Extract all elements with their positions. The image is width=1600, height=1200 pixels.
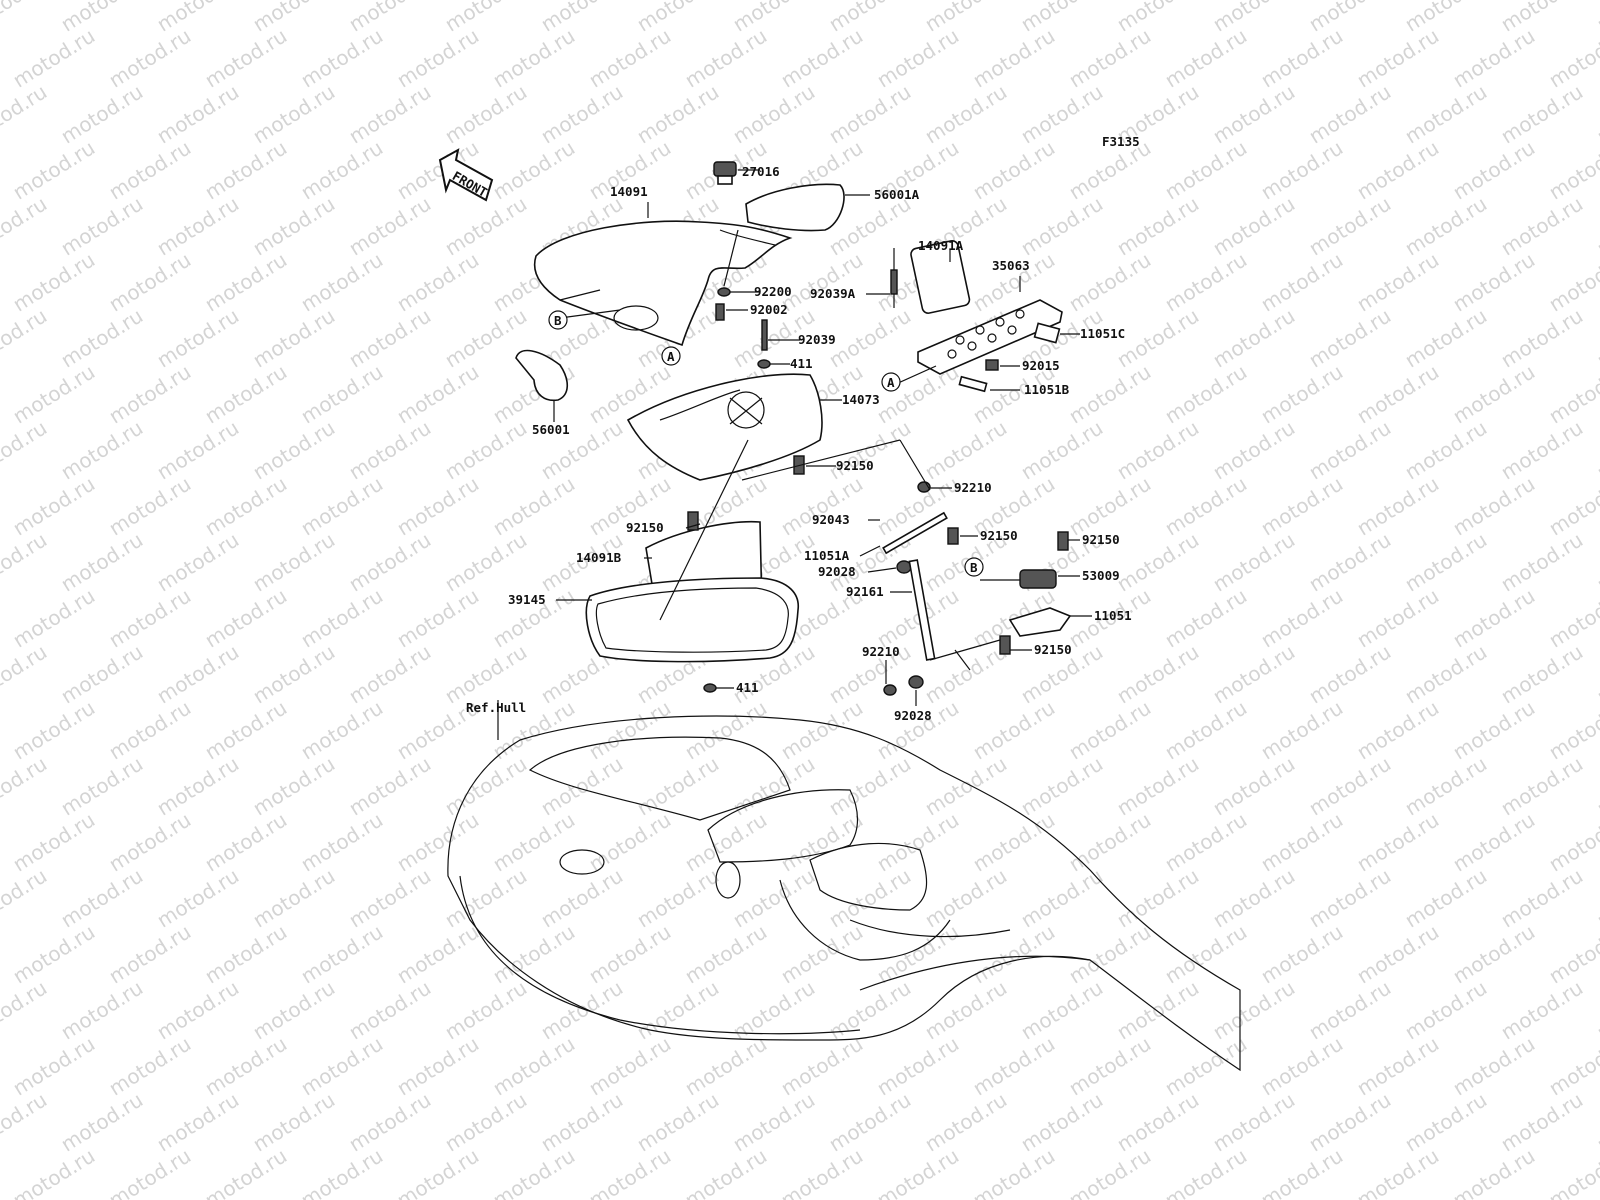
label-92015: 92015 (1022, 358, 1060, 373)
label-56001: 56001 (532, 422, 570, 437)
bolt-92150-c (947, 527, 959, 545)
label-92161: 92161 (846, 584, 884, 599)
diagram-code: F3135 (1102, 134, 1140, 149)
label-92210-a: 92210 (954, 480, 992, 495)
knob-part (713, 161, 737, 177)
pad-11051c (1033, 322, 1061, 344)
pad-11051b (958, 375, 988, 393)
svg-text:B: B (554, 313, 562, 328)
svg-text:A: A (887, 375, 895, 390)
washer-411-bottom (703, 683, 717, 693)
label-92150-b: 92150 (626, 520, 664, 535)
side-cushion-right (745, 183, 845, 232)
washer-411-top (757, 359, 771, 369)
bolt-92150-d (1057, 531, 1069, 551)
label-92150-a: 92150 (836, 458, 874, 473)
label-11051b: 11051B (1024, 382, 1070, 397)
strip-11051a (882, 511, 948, 555)
callout-b-lower: B (964, 557, 984, 577)
label-14073: 14073 (842, 392, 880, 407)
part-labels: 27016 56001A 14091 14091A 35063 92200 92… (466, 164, 1132, 723)
label-92039: 92039 (798, 332, 836, 347)
label-92210-b: 92210 (862, 644, 900, 659)
label-92150-d: 92150 (1082, 532, 1120, 547)
label-56001a: 56001A (874, 187, 920, 202)
washer-92210-b (883, 684, 897, 696)
svg-text:A: A (667, 349, 675, 364)
label-14091b: 14091B (576, 550, 622, 565)
svg-text:B: B (970, 560, 978, 575)
label-92028-a: 92028 (818, 564, 856, 579)
label-92200: 92200 (754, 284, 792, 299)
front-arrow-icon: FRONT (438, 148, 494, 202)
label-14091a: 14091A (918, 238, 964, 253)
label-53009: 53009 (1082, 568, 1120, 583)
gas-strut-92161 (908, 559, 936, 661)
bushing-92028-b (908, 675, 924, 689)
seat-cover-upper (533, 220, 793, 347)
label-411-bottom: 411 (736, 680, 759, 695)
label-27016: 27016 (742, 164, 780, 179)
gasket-ring (585, 577, 799, 663)
callout-a-lower: A (881, 372, 901, 392)
label-92028-b: 92028 (894, 708, 932, 723)
grab-handle (910, 240, 971, 314)
bolt-92150-b (687, 511, 699, 531)
label-14091: 14091 (610, 184, 648, 199)
label-92043: 92043 (812, 512, 850, 527)
latch-plate-11051 (1008, 607, 1072, 637)
side-cushion-left (515, 349, 569, 402)
rear-bracket (917, 299, 1063, 375)
label-11051a: 11051A (804, 548, 850, 563)
label-11051c: 11051C (1080, 326, 1125, 341)
label-92150-e: 92150 (1034, 642, 1072, 657)
label-39145: 39145 (508, 592, 546, 607)
label-92002: 92002 (750, 302, 788, 317)
bolt-92002 (715, 303, 725, 321)
label-11051: 11051 (1094, 608, 1132, 623)
washer-92200 (717, 287, 731, 297)
label-92150-c: 92150 (980, 528, 1018, 543)
seat-base (626, 373, 823, 481)
label-35063: 35063 (992, 258, 1030, 273)
label-411-top: 411 (790, 356, 813, 371)
label-ref-hull: Ref.Hull (466, 700, 526, 715)
pin-92039 (761, 319, 768, 351)
bolt-92150-e (999, 635, 1011, 655)
latch-53009 (1019, 569, 1057, 589)
nut-92015 (985, 359, 999, 371)
leader-lines (553, 169, 1092, 706)
callout-a-upper: A (661, 346, 681, 366)
callout-b-upper: B (548, 310, 568, 330)
hull-reference (447, 700, 1241, 1072)
label-92039a: 92039A (810, 286, 856, 301)
